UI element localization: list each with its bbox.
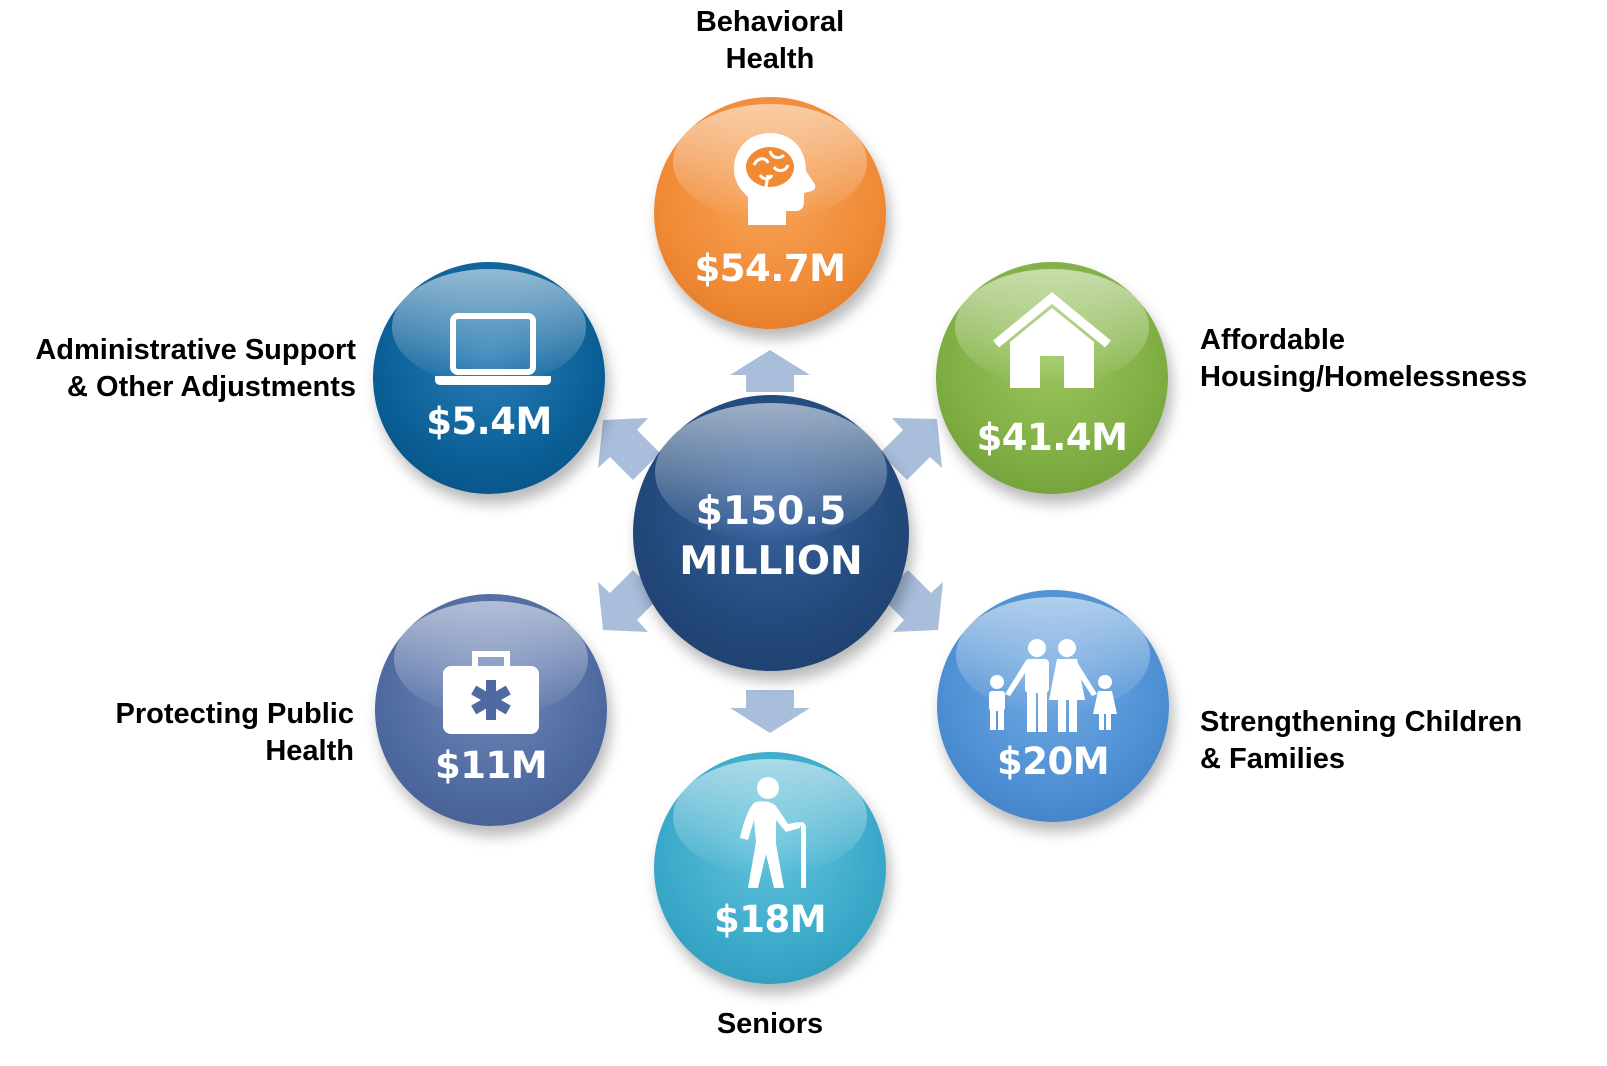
label-affordable-housing: Affordable Housing/Homelessness [1200, 324, 1528, 393]
senior-with-cane-icon [740, 777, 806, 888]
center-amount: $150.5 [695, 489, 847, 534]
bubble-public-health: $11M [375, 594, 607, 826]
bubble-behavioral-health: $54.7M [654, 97, 886, 329]
center-total-bubble: $150.5 MILLION [633, 395, 909, 671]
bubble-administrative-support: $5.4M [373, 262, 605, 494]
amount-seniors: $18M [713, 898, 827, 941]
amount-children-families: $20M [996, 740, 1110, 783]
amount-behavioral-health: $54.7M [694, 247, 846, 290]
label-administrative-support: Administrative Support & Other Adjustmen… [35, 334, 356, 403]
center-total-text: $150.5 MILLION [633, 487, 909, 587]
label-behavioral-health: Behavioral Health [695, 6, 845, 75]
label-seniors: Seniors [716, 1008, 824, 1040]
amount-affordable-housing: $41.4M [976, 416, 1128, 459]
house-icon [993, 292, 1111, 388]
laptop-icon [435, 313, 551, 385]
bubble-affordable-housing: $41.4M [936, 262, 1168, 494]
center-unit: MILLION [679, 539, 863, 584]
bubble-seniors: $18M [654, 752, 886, 984]
arrow-up-right [880, 418, 942, 480]
arrow-up [730, 350, 810, 392]
arrow-down [730, 690, 810, 733]
label-public-health: Protecting Public Health [115, 698, 354, 767]
brain-head-icon [734, 133, 816, 225]
label-children-families: Strengthening Children & Families [1200, 706, 1523, 775]
bubble-children-families: $20M [937, 590, 1169, 822]
family-icon [989, 639, 1117, 732]
amount-administrative-support: $5.4M [426, 400, 552, 443]
arrow-up-left [598, 418, 660, 480]
medical-kit-icon [443, 651, 539, 734]
amount-public-health: $11M [434, 744, 548, 787]
